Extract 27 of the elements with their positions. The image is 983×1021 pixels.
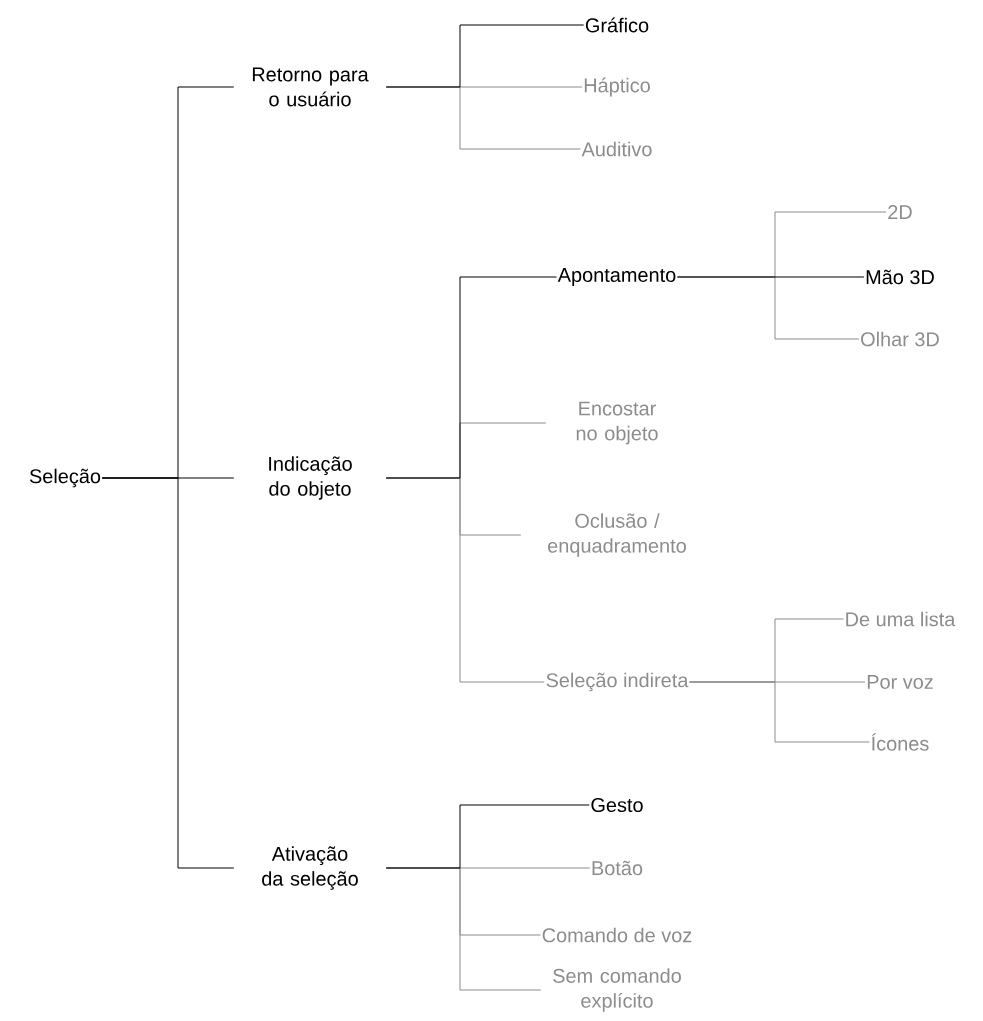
node-label: Comando de voz: [542, 927, 692, 943]
connector-line: [676, 276, 865, 278]
node-label: Seleção: [29, 468, 101, 488]
node-label: Seleção indireta: [546, 672, 689, 692]
node-label: Indicação do objeto: [269, 456, 352, 500]
node-label: Encostar no objeto: [576, 401, 658, 445]
node-label: Ativação da seleção: [262, 846, 358, 890]
node-label: De uma lista: [846, 611, 956, 627]
connector-line: [385, 24, 585, 88]
node-label: Apontamento: [557, 268, 676, 286]
node-label: Retorno para o usuário: [252, 67, 369, 107]
node-label: Háptico: [584, 77, 650, 97]
node-label: Mão 3D: [866, 269, 934, 285]
node-label: Gesto: [591, 797, 643, 813]
node-label: Ícones: [872, 733, 929, 751]
node-label: 2D: [888, 205, 912, 219]
connector-line: [385, 804, 590, 869]
connector-line: [689, 681, 870, 743]
node-label: Auditivo: [581, 141, 652, 157]
connector-line: [385, 276, 558, 479]
node-label: Botão: [592, 860, 643, 876]
connector-line: [101, 477, 235, 869]
node-label: Por voz: [867, 675, 933, 689]
node-label: Oclusão / enquadramento: [548, 513, 686, 557]
node-label: Gráfico: [585, 17, 649, 33]
node-label: Olhar 3D: [861, 331, 939, 347]
node-label: Sem comando explícito: [553, 968, 681, 1012]
